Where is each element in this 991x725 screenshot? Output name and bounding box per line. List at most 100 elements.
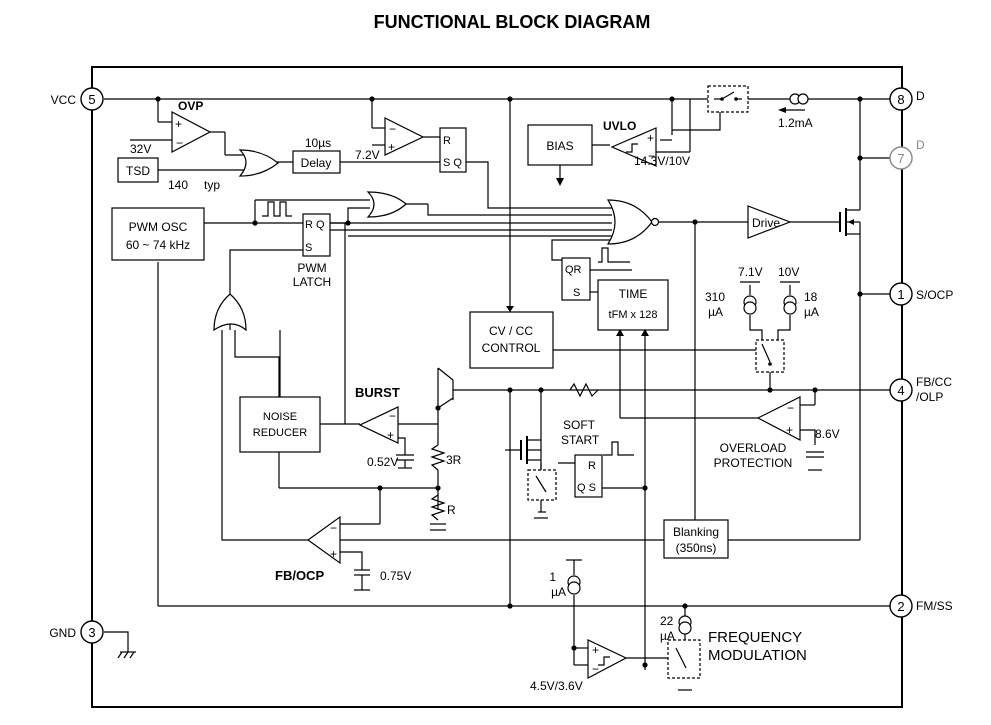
svg-text:NOISE: NOISE [263, 411, 297, 423]
noise-reducer-block: NOISE REDUCER [239, 396, 321, 453]
soft-start-mosfet [520, 436, 542, 470]
svg-text:D: D [916, 138, 925, 152]
current-source-1ua: 1 µA [549, 559, 582, 599]
svg-text:+: + [786, 423, 793, 437]
current-source-18ua: 10V 18 µA [778, 265, 819, 319]
junction-dots [155, 96, 863, 668]
svg-text:7: 7 [897, 151, 904, 166]
svg-text:4: 4 [897, 383, 904, 398]
svg-text:14.3V/10V: 14.3V/10V [634, 154, 690, 168]
svg-text:−: − [330, 521, 337, 535]
pin-1-s-ocp: 1 S/OCP [889, 282, 953, 306]
startup-switch [707, 85, 749, 113]
svg-text:3R: 3R [446, 453, 462, 467]
wires [104, 98, 890, 670]
fb-resistor [569, 382, 599, 398]
svg-text:−: − [389, 409, 396, 423]
svg-text:−: − [787, 401, 794, 415]
drive-buffer: Drive [747, 205, 792, 239]
svg-text:R: R [588, 460, 596, 472]
svg-text:typ: typ [204, 178, 220, 192]
svg-text:0.75V: 0.75V [380, 569, 411, 583]
svg-text:2: 2 [897, 599, 904, 614]
svg-text:OVP: OVP [178, 99, 203, 113]
svg-text:BIAS: BIAS [546, 139, 573, 153]
soft-start-latch: R Q S [574, 454, 603, 498]
svg-text:10V: 10V [778, 265, 799, 279]
svg-text:CV / CC: CV / CC [489, 324, 533, 338]
svg-text:140: 140 [168, 178, 188, 192]
comparator-7v2: − + 7.2V [355, 117, 425, 162]
or-gate-noise [213, 293, 247, 332]
svg-text:BURST: BURST [355, 385, 400, 400]
soft-start-label: SOFT START [561, 418, 634, 456]
pwm-osc-block: PWM OSC 60 ~ 74 kHz [111, 207, 205, 261]
diagram-title: FUNCTIONAL BLOCK DIAGRAM [374, 12, 651, 32]
svg-text:+: + [592, 643, 599, 657]
svg-text:µA: µA [804, 305, 819, 319]
svg-text:QR: QR [565, 264, 582, 276]
svg-text:Q S: Q S [577, 482, 596, 494]
svg-text:CONTROL: CONTROL [482, 341, 541, 355]
svg-text:µA: µA [551, 585, 566, 599]
svg-text:/OLP: /OLP [916, 390, 943, 404]
svg-text:22: 22 [660, 614, 674, 628]
current-source-22ua: 22 µA [660, 614, 692, 643]
clock-pulse-icon [262, 201, 292, 217]
svg-text:µA: µA [708, 305, 723, 319]
svg-text:S Q: S Q [443, 157, 462, 169]
soft-start-switch [527, 469, 557, 513]
cv-cc-control-block: CV / CC CONTROL [469, 306, 554, 369]
svg-text:+: + [175, 117, 182, 131]
svg-text:+: + [388, 140, 395, 154]
svg-text:1: 1 [897, 287, 904, 302]
svg-text:PROTECTION: PROTECTION [714, 456, 793, 470]
svg-text:R: R [447, 503, 456, 517]
svg-text:0.52V: 0.52V [367, 455, 398, 469]
olp-current-switch [755, 339, 785, 373]
svg-text:PWM OSC: PWM OSC [129, 220, 188, 234]
svg-text:µA: µA [660, 629, 675, 643]
svg-text:1: 1 [549, 570, 556, 584]
svg-text:PWM: PWM [297, 261, 326, 275]
svg-text:S: S [305, 242, 312, 254]
svg-text:18: 18 [804, 290, 818, 304]
fm-switch [667, 639, 701, 679]
svg-text:R Q: R Q [305, 219, 325, 231]
svg-text:UVLO: UVLO [603, 119, 636, 133]
svg-text:5: 5 [88, 92, 95, 107]
fm-comparator: + − 4.5V/3.6V [530, 639, 628, 693]
svg-text:D: D [916, 89, 925, 103]
svg-text:−: − [176, 136, 183, 150]
svg-text:START: START [561, 433, 600, 447]
resistor-3r: 3R [430, 444, 462, 471]
svg-text:−: − [389, 122, 396, 136]
svg-text:Blanking: Blanking [673, 525, 719, 539]
svg-text:FB/OCP: FB/OCP [275, 568, 324, 583]
nor-gate [606, 199, 660, 245]
blanking-block: Blanking (350ns) [663, 519, 729, 559]
pin-5-vcc: 5 VCC [51, 87, 104, 111]
pwm-latch: R Q S PWM LATCH [293, 213, 331, 289]
svg-text:+: + [647, 131, 654, 145]
svg-text:(350ns): (350ns) [676, 541, 717, 555]
or-gate-latch [366, 191, 407, 218]
svg-text:S/OCP: S/OCP [916, 288, 953, 302]
svg-text:+: + [330, 547, 337, 561]
svg-text:TSD: TSD [126, 164, 150, 178]
sr-latch-ovp: R S Q [439, 127, 467, 173]
svg-text:VCC: VCC [51, 93, 77, 107]
burst-comparator: BURST − + 0.52V [355, 385, 414, 469]
svg-text:S: S [573, 287, 580, 299]
delay-block: Delay 10µs [292, 136, 341, 174]
svg-text:4.5V/3.6V: 4.5V/3.6V [530, 679, 583, 693]
ground-symbols [354, 467, 822, 691]
svg-text:SOFT: SOFT [563, 418, 596, 432]
svg-text:GND: GND [49, 626, 76, 640]
svg-text:Drive: Drive [752, 216, 780, 230]
svg-text:R: R [443, 135, 451, 147]
qr-latch: QR S [561, 247, 630, 301]
svg-text:7.2V: 7.2V [355, 148, 380, 162]
svg-text:+: + [387, 428, 394, 442]
